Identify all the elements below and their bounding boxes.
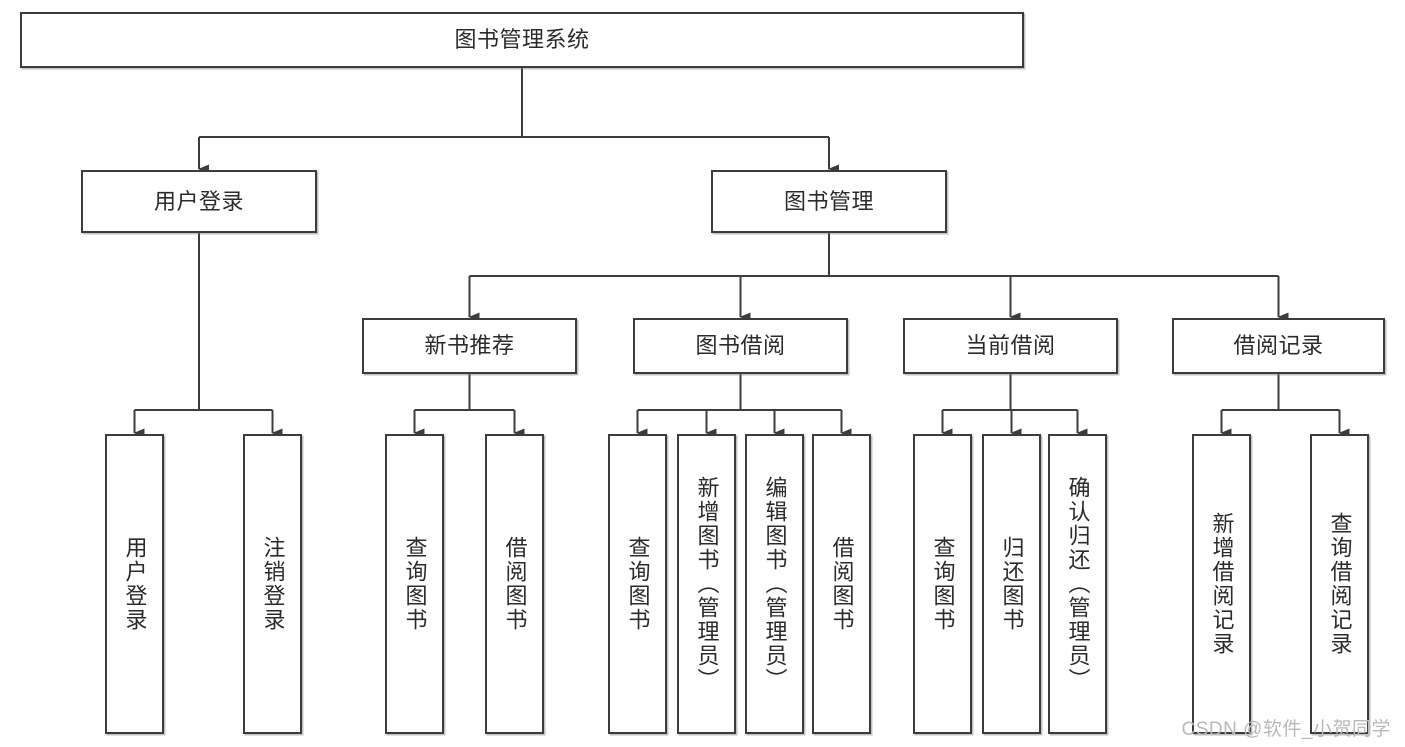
node-new-book-rec[interactable]: 新书推荐 — [362, 318, 577, 374]
node-label: 新增图书（管理员） — [694, 476, 720, 692]
node-current-borrow[interactable]: 当前借阅 — [903, 318, 1118, 374]
node-label: 借阅图书 — [502, 536, 528, 632]
node-leaf-confirm-return[interactable]: 确认归还（管理员） — [1048, 434, 1107, 734]
node-leaf-logout-login[interactable]: 注销登录 — [243, 434, 302, 734]
node-label: 用户登录 — [122, 536, 148, 632]
node-leaf-return-book[interactable]: 归还图书 — [982, 434, 1041, 734]
node-label: 图书借阅 — [695, 333, 786, 359]
node-book-manage[interactable]: 图书管理 — [711, 170, 947, 233]
node-label: 当前借阅 — [965, 333, 1056, 359]
node-label: 查询图书 — [930, 536, 956, 632]
node-label: 新增借阅记录 — [1209, 512, 1235, 656]
csdn-watermark: CSDN @软件_小贺同学 — [1181, 719, 1391, 740]
node-label: 注销登录 — [260, 536, 286, 632]
node-label: 图书管理 — [783, 188, 874, 214]
node-label: 查询借阅记录 — [1327, 512, 1353, 656]
node-leaf-borrow-book-2[interactable]: 借阅图书 — [812, 434, 871, 734]
node-label: 借阅图书 — [829, 536, 855, 632]
node-leaf-query-book-2[interactable]: 查询图书 — [608, 434, 667, 734]
node-leaf-query-book-3[interactable]: 查询图书 — [913, 434, 972, 734]
node-leaf-query-book-1[interactable]: 查询图书 — [385, 434, 444, 734]
node-label: 查询图书 — [625, 536, 651, 632]
node-label: 查询图书 — [402, 536, 428, 632]
node-label: 用户登录 — [153, 188, 244, 214]
node-leaf-borrow-book-1[interactable]: 借阅图书 — [485, 434, 544, 734]
node-user-login[interactable]: 用户登录 — [81, 170, 317, 233]
node-root-system[interactable]: 图书管理系统 — [20, 12, 1024, 68]
node-label: 归还图书 — [999, 536, 1025, 632]
node-leaf-edit-book[interactable]: 编辑图书（管理员） — [745, 434, 804, 734]
node-leaf-query-record[interactable]: 查询借阅记录 — [1310, 434, 1369, 734]
node-label: 编辑图书（管理员） — [762, 476, 788, 692]
node-book-borrow[interactable]: 图书借阅 — [633, 318, 848, 374]
node-leaf-add-record[interactable]: 新增借阅记录 — [1192, 434, 1251, 734]
node-label: 借阅记录 — [1233, 333, 1324, 359]
node-label: 图书管理系统 — [454, 27, 590, 53]
node-leaf-add-book[interactable]: 新增图书（管理员） — [677, 434, 736, 734]
node-leaf-user-login[interactable]: 用户登录 — [105, 434, 164, 734]
node-borrow-record[interactable]: 借阅记录 — [1172, 318, 1385, 374]
node-label: 新书推荐 — [424, 333, 515, 359]
node-label: 确认归还（管理员） — [1065, 476, 1091, 692]
